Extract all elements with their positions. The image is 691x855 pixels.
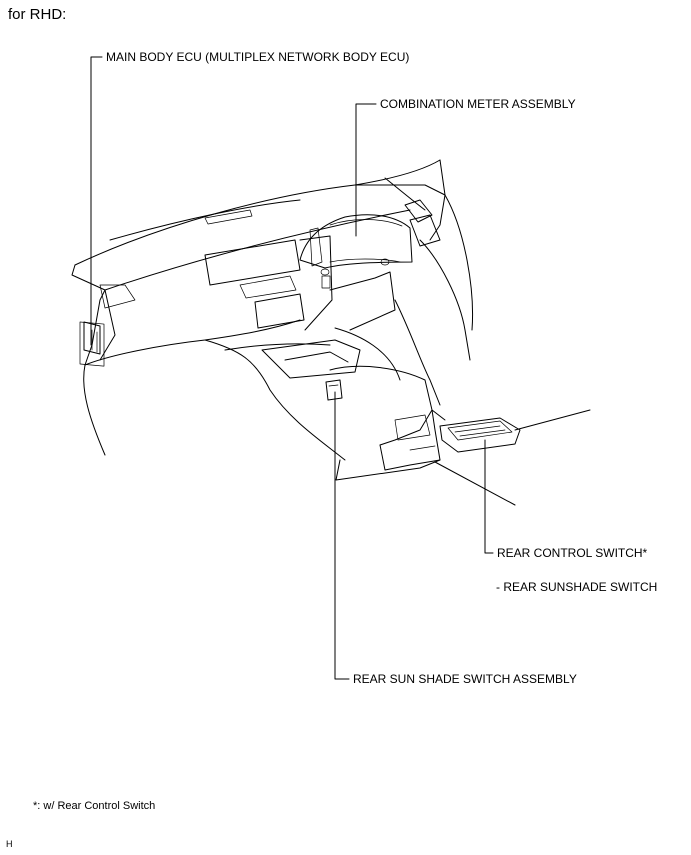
dashboard-drawing [71,159,591,506]
figure-code: H [6,839,13,849]
callout-rear-sun-shade-switch-assembly: REAR SUN SHADE SWITCH ASSEMBLY [353,672,577,686]
callout-rear-control-switch: REAR CONTROL SWITCH* [497,546,648,560]
leader-rear-control-switch [484,439,494,554]
callout-combination-meter: COMBINATION METER ASSEMBLY [380,97,576,111]
page-heading: for RHD: [8,6,67,23]
callout-rear-sunshade-switch: - REAR SUNSHADE SWITCH [496,580,658,594]
leader-main-body-ecu [90,56,103,346]
leader-combination-meter [355,103,377,237]
callout-main-body-ecu: MAIN BODY ECU (MULTIPLEX NETWORK BODY EC… [106,50,410,64]
leader-lines [90,56,494,680]
leader-rear-sun-shade [334,391,350,680]
footnote: *: w/ Rear Control Switch [33,800,156,812]
